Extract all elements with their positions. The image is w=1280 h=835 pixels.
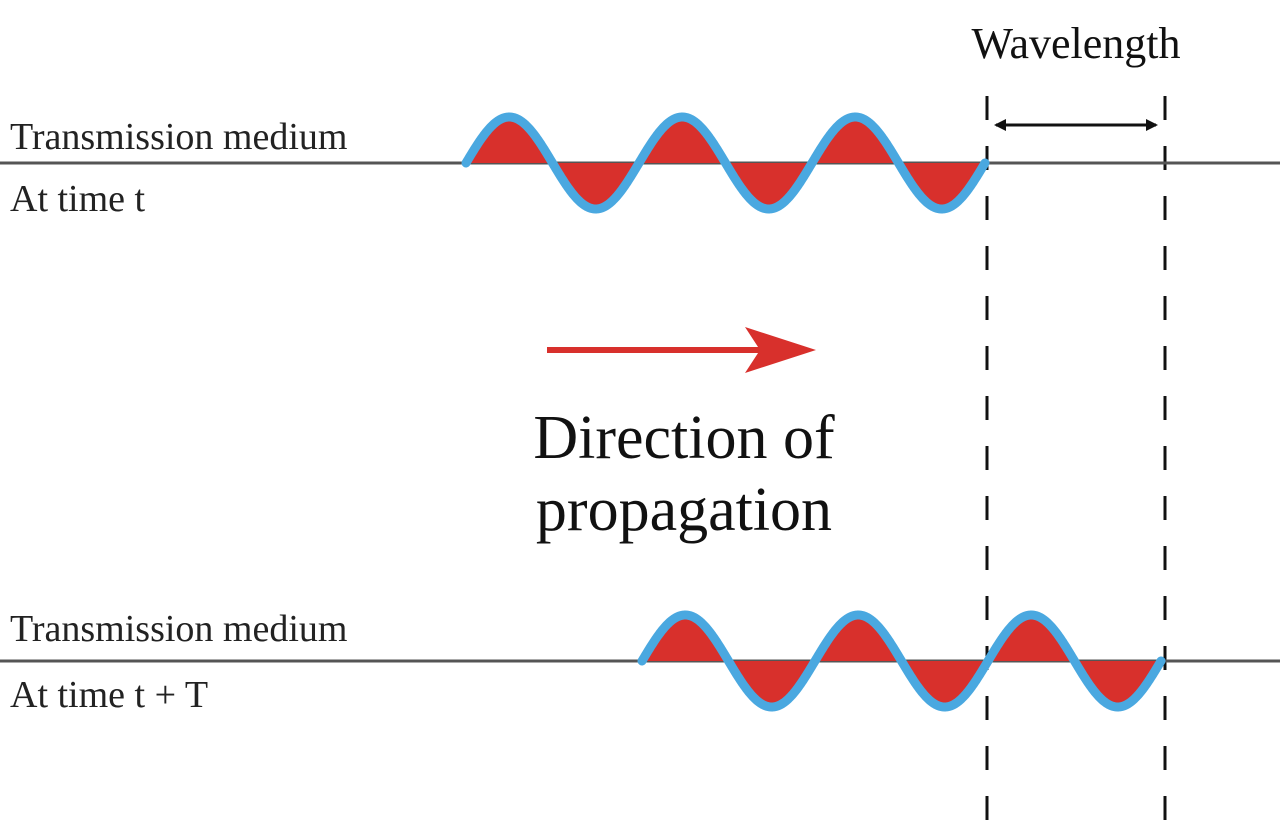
top-wave-line [461, 112, 990, 214]
top-time-label: At time t [10, 178, 146, 220]
bottom-time-label: At time t + T [10, 674, 208, 716]
bottom-medium-label: Transmission medium [10, 608, 347, 650]
top-wave [461, 112, 990, 214]
bottom-wave [637, 610, 1166, 712]
direction-arrow [547, 327, 816, 373]
direction-label-line1: Direction of [533, 404, 835, 472]
direction-label-line2: propagation [536, 476, 832, 544]
bottom-wave-line [637, 610, 1166, 712]
top-medium-label: Transmission medium [10, 116, 347, 158]
wavelength-label: Wavelength [971, 19, 1180, 68]
